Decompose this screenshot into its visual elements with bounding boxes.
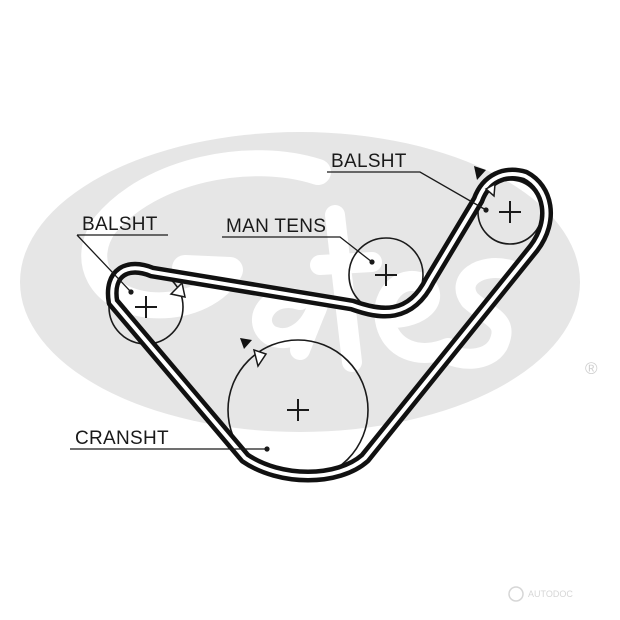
crosshair-icon	[135, 296, 157, 318]
crosshair-icon	[499, 201, 521, 223]
crosshair-icon	[375, 264, 397, 286]
crosshair-icon	[287, 399, 309, 421]
registered-mark: ®	[585, 359, 598, 378]
autodoc-watermark-icon: AUTODOC	[508, 586, 573, 602]
direction-arrow-icon	[474, 166, 486, 180]
label-man-tens: MAN TENS	[226, 216, 326, 237]
direction-arrow-icon	[169, 281, 186, 298]
timing-belt-inner	[110, 172, 549, 478]
label-balsht-left: BALSHT	[82, 214, 158, 235]
label-balsht-right: BALSHT	[331, 151, 407, 172]
watermark-text: AUTODOC	[528, 589, 573, 599]
leader-line-balsht-right	[327, 171, 487, 211]
direction-arrow-icon	[484, 182, 496, 198]
label-cransht: CRANSHT	[75, 428, 169, 449]
leader-line-balsht-left	[76, 234, 168, 293]
leader-line-man-tens	[222, 236, 373, 263]
direction-arrow-icon	[240, 338, 268, 368]
